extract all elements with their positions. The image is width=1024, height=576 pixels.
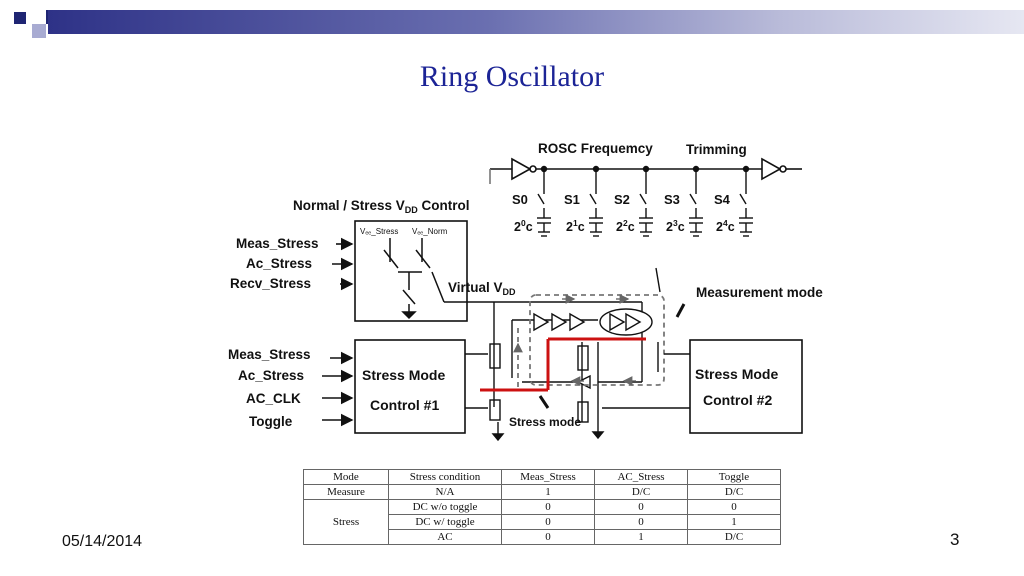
virtual-vdd-label: Virtual VDD <box>448 280 516 297</box>
table-cell: 1 <box>687 514 781 530</box>
column-header: AC_Stress <box>594 469 688 485</box>
table-cell: 0 <box>594 499 688 515</box>
control-1-input-labels: Meas_Stress Ac_Stress AC_CLK Toggle <box>228 347 311 429</box>
table-cell: 0 <box>687 499 781 515</box>
measurement-loop <box>517 294 665 388</box>
loop-arrows <box>513 294 636 386</box>
switch-label: S3 <box>664 192 680 207</box>
table-row: DC w/ toggle 0 0 1 <box>304 514 781 530</box>
table-cell: 1 <box>594 529 688 545</box>
stress-mode-control-2 <box>689 339 803 434</box>
capacitor-label: 23c <box>666 218 685 234</box>
table-cell: Measure <box>303 484 389 500</box>
control-1-line2: Control #1 <box>370 397 439 413</box>
stress-mode-control-1 <box>354 339 466 434</box>
table-cell: DC w/ toggle <box>388 514 502 530</box>
table-cell: D/C <box>687 484 781 500</box>
slide-title: Ring Oscillator <box>419 60 605 93</box>
input-label: Toggle <box>249 414 293 429</box>
measurement-mode-label: Measurement mode <box>696 285 823 300</box>
vdd-input-arrows <box>332 237 354 291</box>
vdd-control-block <box>354 220 468 322</box>
table-cell: Stress <box>303 499 389 545</box>
vdd-stress-label: Vₑₑ_Stress <box>360 227 398 236</box>
trimming-bus <box>489 157 802 184</box>
capacitor-label: 24c <box>716 218 735 234</box>
page-number: 3 <box>950 530 960 549</box>
input-label: Recv_Stress <box>230 276 311 291</box>
table-cell: 0 <box>501 499 595 515</box>
vdd-input-labels: Meas_Stress Ac_Stress Recv_Stress <box>230 236 319 291</box>
switch-label: S2 <box>614 192 630 207</box>
slide-date: 05/14/2014 <box>62 533 143 550</box>
capacitor-label: 20c <box>514 218 533 234</box>
capacitor-labels: 20c 21c 22c 23c 24c <box>514 218 735 234</box>
column-header: Mode <box>303 469 389 485</box>
table-header-row: Mode Stress condition Meas_Stress AC_Str… <box>303 469 781 485</box>
header-accent-bar <box>48 10 1024 34</box>
input-label: Meas_Stress <box>228 347 311 362</box>
table-cell: D/C <box>594 484 688 500</box>
input-label: Meas_Stress <box>236 236 319 251</box>
input-label: AC_CLK <box>246 391 301 406</box>
switch-label: S4 <box>714 192 731 207</box>
trimming-label: Trimming <box>686 142 747 157</box>
mode-pointers <box>538 303 686 409</box>
switch-label: S1 <box>564 192 580 207</box>
vdd-control-label: Normal / Stress VDD Control <box>293 198 470 215</box>
capacitor-label: 22c <box>616 218 635 234</box>
control-2-line2: Control #2 <box>703 392 772 408</box>
switch-capacitor-bank <box>537 165 753 237</box>
control-2-connections <box>602 353 690 409</box>
table-cell: 0 <box>594 514 688 530</box>
measurement-pointer-line <box>655 267 661 293</box>
column-header: Toggle <box>687 469 781 485</box>
inverter-chain <box>533 308 653 336</box>
table-cell: AC <box>388 529 502 545</box>
table-row: Measure N/A 1 D/C D/C <box>303 484 781 500</box>
table-cell: N/A <box>388 484 502 500</box>
switch-label: S0 <box>512 192 528 207</box>
input-label: Ac_Stress <box>238 368 304 383</box>
table-cell: DC w/o toggle <box>388 499 502 515</box>
control-1-input-arrows <box>322 351 354 427</box>
ring-oscillator-diagram: ROSC Frequemcy Trimming S0 S1 S2 S3 S4 2… <box>228 141 823 442</box>
vdd-norm-label: Vₑₑ_Norm <box>412 227 448 236</box>
input-label: Ac_Stress <box>246 256 312 271</box>
control-1-outputs <box>465 353 488 409</box>
control-2-line1: Stress Mode <box>695 366 778 382</box>
table-row: AC 0 1 D/C <box>304 529 781 545</box>
table-cell: D/C <box>687 529 781 545</box>
column-header: Stress condition <box>388 469 502 485</box>
table-row: Stress DC w/o toggle 0 0 0 <box>303 499 781 545</box>
capacitor-label: 21c <box>566 218 585 234</box>
stress-path <box>480 337 646 392</box>
mode-truth-table: Mode Stress condition Meas_Stress AC_Str… <box>303 469 781 545</box>
control-1-line1: Stress Mode <box>362 367 445 383</box>
table-cell: 0 <box>501 514 595 530</box>
rosc-frequency-label: ROSC Frequemcy <box>538 141 653 156</box>
switch-labels: S0 S1 S2 S3 S4 <box>512 192 731 207</box>
table-cell: 1 <box>501 484 595 500</box>
stress-mode-label: Stress mode <box>509 415 581 429</box>
column-header: Meas_Stress <box>501 469 595 485</box>
vdd-switch-network <box>383 238 494 320</box>
table-cell: 0 <box>501 529 595 545</box>
